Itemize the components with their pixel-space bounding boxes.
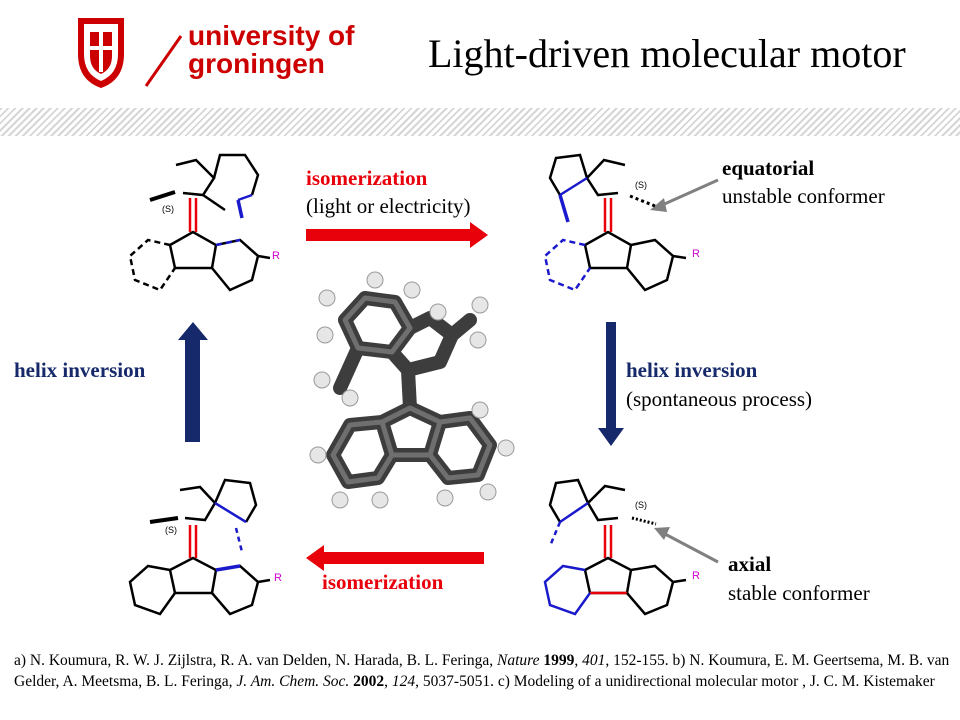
right-helix-inversion-label: helix inversion bbox=[626, 358, 758, 382]
helix-inversion-arrow-left bbox=[178, 322, 208, 442]
logo-divider bbox=[144, 35, 183, 87]
ref-b-volume: 124 bbox=[391, 673, 416, 690]
axial-label: axial bbox=[728, 552, 772, 576]
top-isomerization-sublabel: (light or electricity) bbox=[306, 194, 471, 218]
r-label-bottom-left: R bbox=[274, 572, 282, 584]
ref-a-prefix: a) N. Koumura, R. W. J. Zijlstra, R. A. … bbox=[14, 652, 497, 669]
axial-sublabel: stable conformer bbox=[728, 581, 870, 605]
ref-a-journal: Nature bbox=[497, 652, 540, 669]
ref-a-pages: , 152-155. b) N. Koumura, E. M. Geertsem… bbox=[14, 652, 950, 690]
molecule-top-left bbox=[128, 153, 271, 292]
bottom-isomerization-label: isomerization bbox=[322, 570, 444, 594]
helix-inversion-arrow-right bbox=[598, 322, 624, 446]
motor-cycle-diagram bbox=[128, 153, 719, 616]
r-label-bottom-right: R bbox=[692, 570, 700, 582]
equatorial-label: equatorial bbox=[722, 156, 815, 180]
molecule-bottom-left bbox=[128, 478, 271, 616]
isomerization-arrow-bottom bbox=[306, 545, 484, 571]
logo-line-2: groningen bbox=[188, 48, 325, 79]
stereo-label-bottom-left: (S) bbox=[165, 525, 177, 535]
references: a) N. Koumura, R. W. J. Zijlstra, R. A. … bbox=[14, 652, 950, 690]
right-helix-inversion-sublabel: (spontaneous process) bbox=[626, 387, 813, 411]
stereo-label-top-right: (S) bbox=[635, 180, 647, 190]
equatorial-sublabel: unstable conformer bbox=[722, 184, 885, 208]
logo-line-1: university of bbox=[188, 20, 355, 51]
university-logo bbox=[78, 18, 183, 88]
molecule-top-right bbox=[543, 153, 687, 292]
equatorial-pointer bbox=[659, 178, 719, 208]
slide-title: Light-driven molecular motor bbox=[428, 31, 906, 76]
r-label-top-left: R bbox=[272, 250, 280, 262]
stereo-label-top-left: (S) bbox=[162, 204, 174, 214]
ref-b-year: 2002 bbox=[353, 673, 385, 690]
ref-b-pages: , 5037-5051. c) Modeling of a unidirecti… bbox=[415, 673, 935, 690]
top-isomerization-label: isomerization bbox=[306, 166, 428, 190]
ref-a-year: 1999 bbox=[543, 652, 575, 669]
logo-wordmark: university of groningen bbox=[188, 22, 354, 78]
stereo-label-bottom-right: (S) bbox=[635, 500, 647, 510]
molecule-bottom-right bbox=[543, 478, 687, 616]
axial-pointer bbox=[664, 532, 719, 564]
ref-a-volume: 401 bbox=[582, 652, 606, 669]
ref-b-journal: J. Am. Chem. Soc. bbox=[236, 673, 350, 690]
isomerization-arrow-top bbox=[306, 222, 488, 248]
3d-molecular-model bbox=[309, 271, 515, 509]
r-label-top-right: R bbox=[692, 248, 700, 260]
left-helix-inversion-label: helix inversion bbox=[14, 358, 146, 382]
header-stripe-divider bbox=[0, 108, 960, 136]
coat-of-arms-icon bbox=[78, 18, 124, 88]
